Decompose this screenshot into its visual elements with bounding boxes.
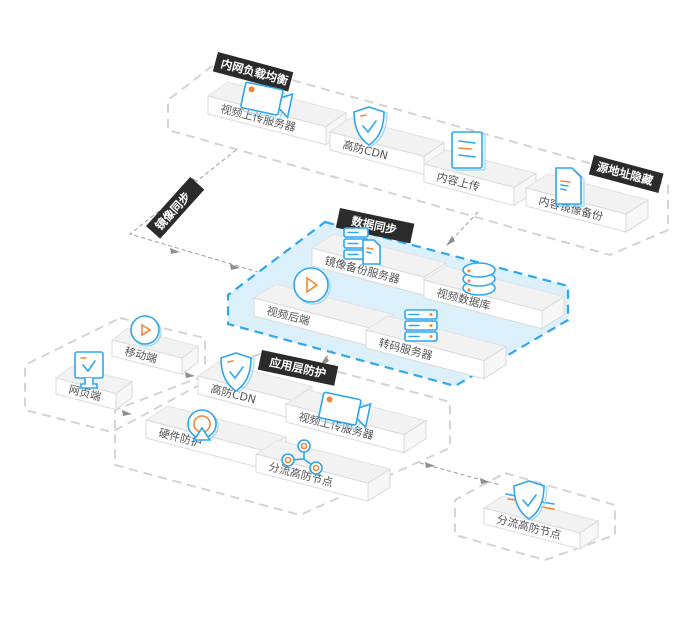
shield-check-icon [505,480,555,521]
file-icon [555,167,585,207]
server-rack-icon [404,309,438,342]
zone-app-protection-layer [114,350,451,517]
video-camera-icon [240,81,294,120]
database-icon [462,262,496,296]
network-nodes-icon [281,439,323,475]
zone-remote-split-node [454,471,616,562]
platform-split-anti-ddos-node: 分流高防节点 [254,439,392,503]
zone-top-cdn-layer [167,58,669,257]
tag-mirror-sync: 镜像同步 [146,176,205,239]
play-circle-icon [130,315,162,347]
shield-check-icon [220,352,255,393]
document-icon [451,131,486,171]
play-circle-icon [293,267,331,305]
flow-client-to-app [122,372,195,416]
flow-mirror-sync [128,149,259,273]
video-camera-icon [318,391,372,430]
server-file-icon [343,227,381,265]
monitor-check-icon [74,351,104,389]
firewall-icon [187,409,219,441]
flow-content-to-core [446,211,479,246]
flow-app-to-remote [419,462,501,486]
shield-check-icon [353,106,388,147]
